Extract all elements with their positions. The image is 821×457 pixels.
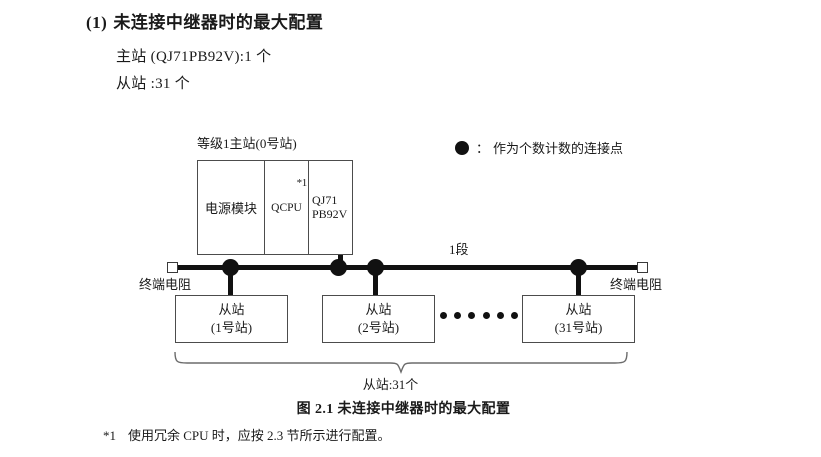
legend-label: 作为个数计数的连接点 — [493, 141, 624, 156]
slave-station-31-number: (31号站) — [554, 320, 603, 335]
ellipsis-dot-icon — [468, 312, 476, 319]
slave-count-brace-label: 从站:31个 — [362, 377, 419, 392]
legend-colon: ： — [476, 141, 490, 156]
footnote-mark: *1 — [103, 428, 116, 443]
section-heading: (1) 未连接中继器时的最大配置 — [86, 8, 323, 33]
ellipsis-dot-icon — [440, 312, 447, 319]
master-rack: 电源模块 QCPU *1 QJ71 PB92V — [197, 160, 355, 255]
figure-caption-wrap: 图 2.1 未连接中继器时的最大配置 — [0, 398, 821, 418]
section-title: 未连接中继器时的最大配置 — [113, 13, 324, 32]
slave-station-1-number: (1号站) — [210, 320, 253, 335]
footnote: *1 使用冗余 CPU 时，应按 2.3 节所示进行配置。 — [103, 425, 391, 444]
terminating-resistor-right-icon — [637, 262, 648, 273]
rack-cell-qcpu-label: QCPU — [271, 201, 302, 214]
slave-station-1-name: 从站 — [218, 302, 245, 318]
slave-station-31-name: 从站 — [565, 302, 592, 318]
rack-cell-qcpu: QCPU *1 — [264, 160, 309, 255]
terminating-resistor-right-label: 终端电阻 — [610, 277, 663, 292]
segment-label: 1段 — [449, 242, 469, 257]
terminating-resistor-left-label: 终端电阻 — [139, 277, 192, 292]
legend: ： 作为个数计数的连接点 — [455, 138, 623, 157]
slave-2-drop-line — [373, 268, 378, 296]
spec-master-count: 主站 (QJ71PB92V):1 个 — [116, 49, 272, 65]
ellipsis-dot-icon — [496, 312, 504, 319]
footnote-marker-1: *1 — [296, 177, 308, 189]
ellipsis-dot-icon — [482, 312, 490, 319]
slave-station-2-number: (2号站) — [357, 320, 400, 335]
slave-station-31: 从站 (31号站) — [522, 295, 635, 343]
rack-cell-power-label: 电源模块 — [204, 201, 257, 216]
connection-dot-slave-2 — [367, 259, 384, 276]
rack-cell-net-line2: PB92V — [312, 206, 348, 221]
connection-dot-master — [330, 259, 347, 276]
ellipsis-dots — [440, 312, 518, 319]
footnote-text: 使用冗余 CPU 时，应按 2.3 节所示进行配置。 — [128, 428, 391, 443]
slave-station-1: 从站 (1号站) — [175, 295, 288, 343]
section-number: (1) — [86, 13, 108, 32]
slave-station-2-name: 从站 — [365, 302, 392, 318]
dot-filled-icon — [455, 140, 469, 155]
slave-31-drop-line — [576, 268, 581, 296]
slave-1-drop-line — [228, 268, 233, 296]
rack-cell-qj71pb92v: QJ71 PB92V — [308, 160, 353, 255]
slave-station-2: 从站 (2号站) — [322, 295, 435, 343]
ellipsis-dot-icon — [510, 312, 518, 319]
rack-cell-power-supply: 电源模块 — [197, 160, 265, 255]
slave-count-brace — [174, 351, 628, 374]
terminating-resistor-left-icon — [167, 262, 178, 273]
figure-caption: 图 2.1 未连接中继器时的最大配置 — [296, 402, 511, 417]
master-rack-title: 等级1主站(0号站) — [197, 136, 297, 151]
rack-cell-net-label: QJ71 PB92V — [312, 192, 348, 222]
slave-count-brace-label-wrap: 从站:31个 — [0, 377, 821, 393]
bus-line — [176, 265, 638, 270]
spec-slave-count: 从站 :31 个 — [116, 76, 191, 92]
rack-cell-net-line1: QJ71 — [312, 192, 338, 207]
connection-dot-slave-31 — [570, 259, 587, 276]
connection-dot-slave-1 — [222, 259, 239, 276]
ellipsis-dot-icon — [454, 312, 462, 319]
